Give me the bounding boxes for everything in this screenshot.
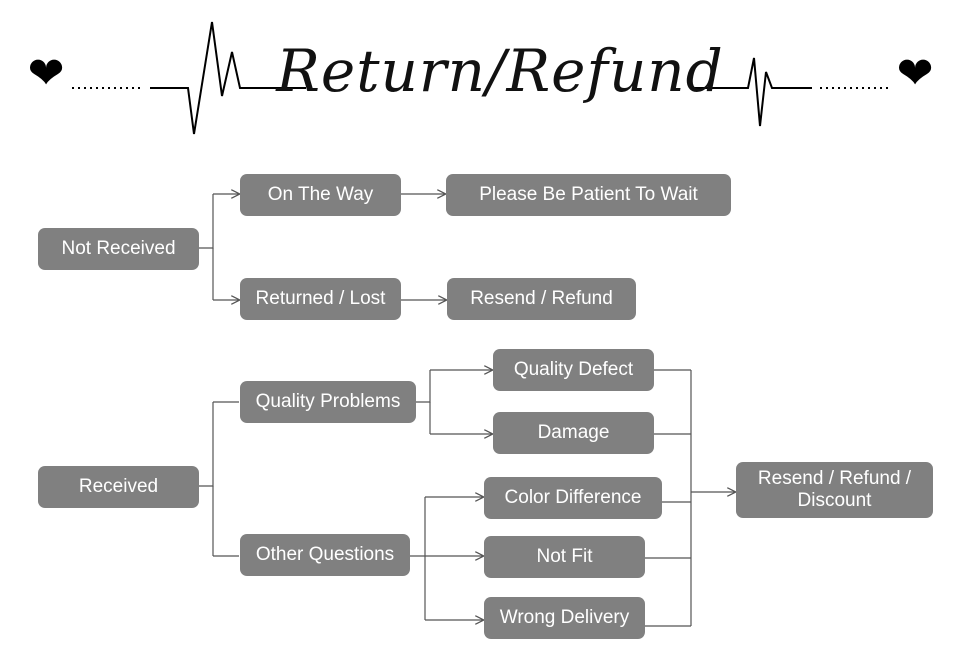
node-resend-refund-discount: Resend / Refund / Discount: [736, 462, 933, 518]
node-returned-lost: Returned / Lost: [240, 278, 401, 320]
node-please-be-patient: Please Be Patient To Wait: [446, 174, 731, 216]
node-quality-defect: Quality Defect: [493, 349, 654, 391]
header-decoration: [72, 21, 892, 135]
node-quality-problems: Quality Problems: [240, 381, 416, 423]
node-damage: Damage: [493, 412, 654, 454]
page-title: Return/Refund: [276, 37, 724, 105]
node-not-fit: Not Fit: [484, 536, 645, 578]
node-received: Received: [38, 466, 199, 508]
node-other-questions: Other Questions: [240, 534, 410, 576]
node-on-the-way: On The Way: [240, 174, 401, 216]
heart-icon: ❤: [27, 49, 65, 98]
node-color-difference: Color Difference: [484, 477, 662, 519]
node-wrong-delivery: Wrong Delivery: [484, 597, 645, 639]
node-resend-refund: Resend / Refund: [447, 278, 636, 320]
heart-icon: ❤: [896, 49, 934, 98]
left-heartbeat-line: [150, 21, 306, 135]
connector-lines: [199, 194, 735, 627]
right-heartbeat-line: [694, 57, 812, 127]
node-not-received: Not Received: [38, 228, 199, 270]
